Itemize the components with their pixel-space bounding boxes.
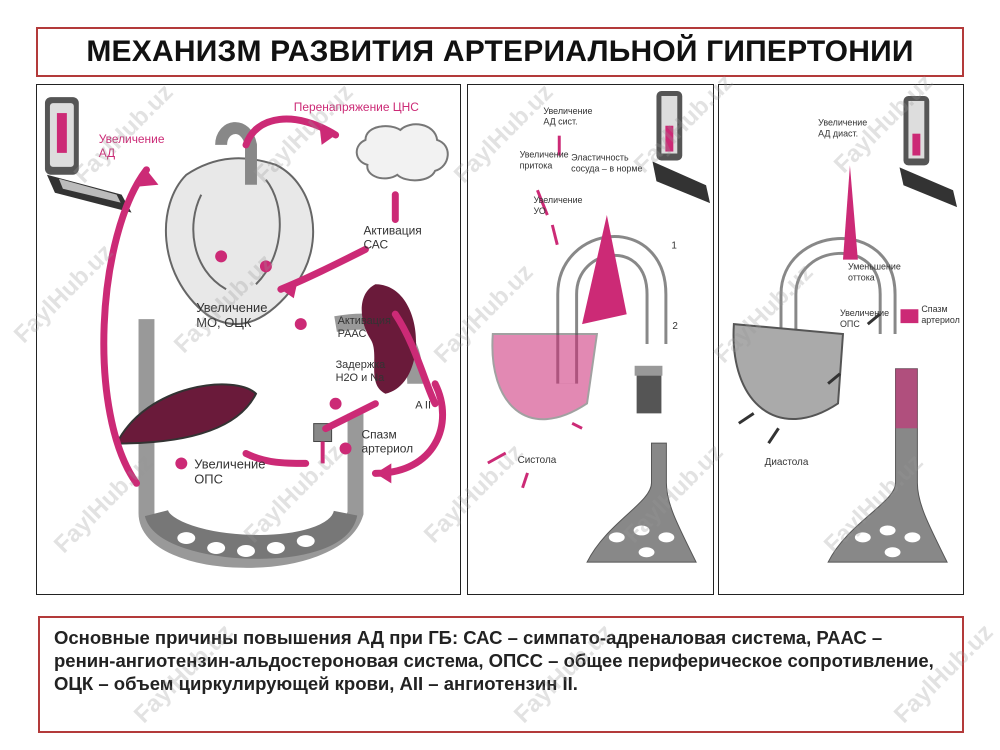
- caption-text: Основные причины повышения АД при ГБ: СА…: [54, 627, 934, 694]
- label-n1: 1: [671, 241, 677, 252]
- capillary-bed: [144, 507, 358, 559]
- label-a2: A II: [415, 400, 431, 412]
- capillary-holes: [854, 525, 921, 558]
- feedback-arrows: [100, 115, 447, 487]
- pressure-arrows: [487, 135, 583, 489]
- spasm-segment: [900, 309, 919, 324]
- label-systole: Систола: [518, 455, 557, 466]
- tonometer-icon: [652, 91, 711, 204]
- big-flow-arrow: [582, 215, 627, 325]
- heart-icon: [164, 122, 315, 325]
- tonometer-icon: [44, 97, 132, 213]
- ventricle: [732, 323, 845, 421]
- kidney-icon: [361, 284, 417, 394]
- caption-box: Основные причины повышения АД при ГБ: СА…: [38, 616, 964, 733]
- brain-icon: [355, 123, 449, 182]
- tonometer-icon: [899, 95, 958, 208]
- artery-tube: [634, 365, 663, 376]
- outflow-arrows: [738, 313, 881, 444]
- liver-icon: [115, 383, 258, 445]
- page-title: МЕХАНИЗМ РАЗВИТИЯ АРТЕРИАЛЬНОЙ ГИПЕРТОНИ…: [86, 35, 914, 68]
- title-box: МЕХАНИЗМ РАЗВИТИЯ АРТЕРИАЛЬНОЙ ГИПЕРТОНИ…: [36, 27, 964, 77]
- ventricle: [491, 333, 599, 421]
- peripheral-vessel: [586, 442, 697, 563]
- capillary-holes: [608, 525, 675, 558]
- label-diastole: Диастола: [765, 457, 809, 468]
- arrow-heads: [136, 127, 392, 484]
- node-dots: [175, 318, 352, 470]
- pressure-arrow: [842, 165, 858, 260]
- label-cns: Перенапряжение ЦНС: [294, 100, 419, 114]
- artery-segment: [636, 368, 662, 414]
- label-n2: 2: [672, 321, 678, 332]
